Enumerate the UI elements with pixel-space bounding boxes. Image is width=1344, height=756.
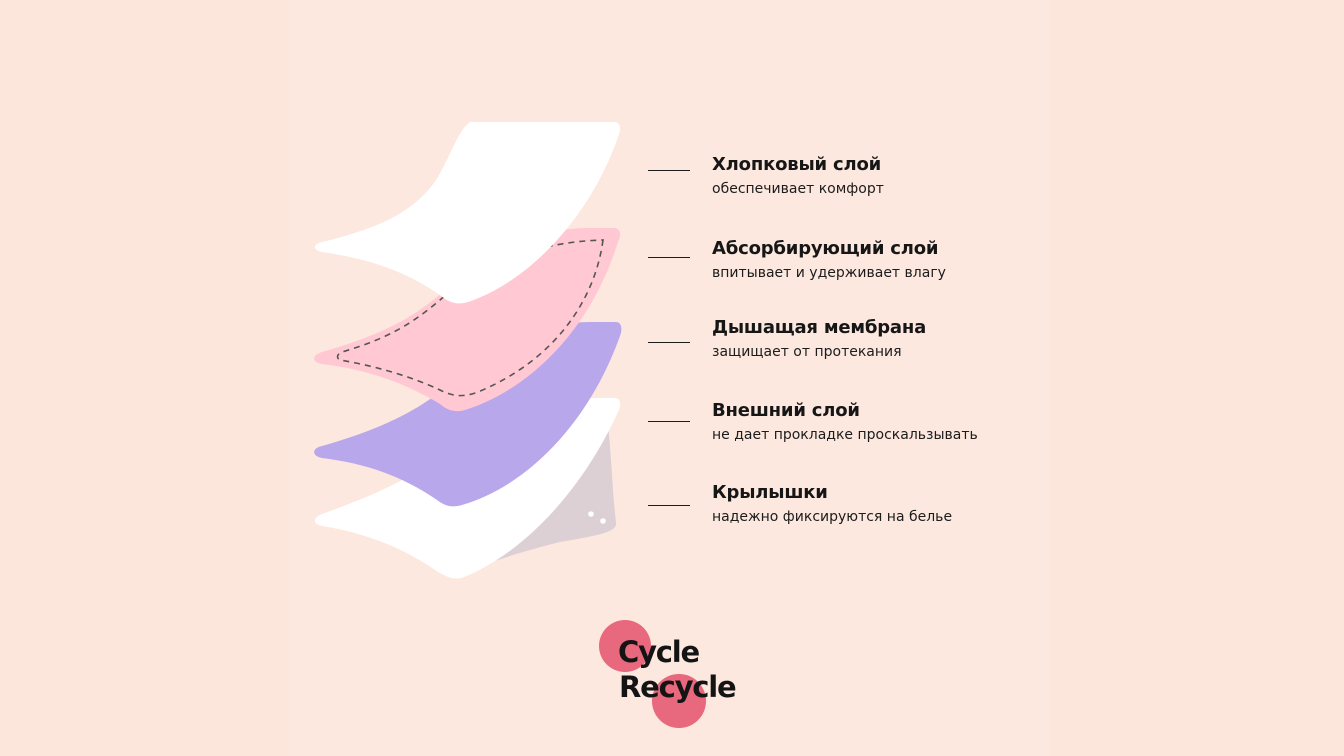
logo-text-line2: Recycle: [619, 670, 737, 704]
leader-line: [648, 170, 690, 171]
layer-title: Абсорбирующий слой: [712, 238, 939, 259]
wing-dot: [600, 518, 606, 524]
breathable-membrane-shape: [314, 322, 622, 507]
layer-label-wings: Крылышки надежно фиксируются на белье: [648, 482, 1048, 542]
layer-description: не дает прокладке проскальзывать: [712, 427, 978, 443]
logo-text-line1: Cycle: [618, 635, 700, 669]
absorbent-layer-shape: [314, 228, 621, 412]
layer-description: обеспечивает комфорт: [712, 181, 884, 197]
leader-line: [648, 257, 690, 258]
leader-line: [648, 421, 690, 422]
layer-label-cotton: Хлопковый слой обеспечивает комфорт: [648, 154, 1048, 214]
logo-circle: [599, 620, 651, 672]
leader-line: [648, 505, 690, 506]
layer-description: впитывает и удерживает влагу: [712, 265, 946, 281]
layer-label-membrane: Дышащая мембрана защищает от протекания: [648, 317, 1048, 377]
layer-description: надежно фиксируются на белье: [712, 509, 953, 525]
layer-title: Хлопковый слой: [712, 154, 882, 175]
layer-title: Дышащая мембрана: [712, 317, 927, 338]
layer-label-absorbent: Абсорбирующий слой впитывает и удерживае…: [648, 238, 1048, 298]
cotton-layer-shape: [314, 122, 621, 304]
right-side-panel: [1049, 0, 1344, 756]
left-side-panel: [0, 0, 290, 756]
layer-title: Крылышки: [712, 482, 828, 503]
logo-circle: [652, 674, 706, 728]
cycle-recycle-logo: Cycle Recycle: [594, 616, 764, 731]
leader-line: [648, 342, 690, 343]
wing-dot: [588, 511, 594, 517]
layer-label-outer: Внешний слой не дает прокладке проскальз…: [648, 400, 1048, 460]
layer-title: Внешний слой: [712, 400, 860, 421]
layer-description: защищает от протекания: [712, 344, 902, 360]
